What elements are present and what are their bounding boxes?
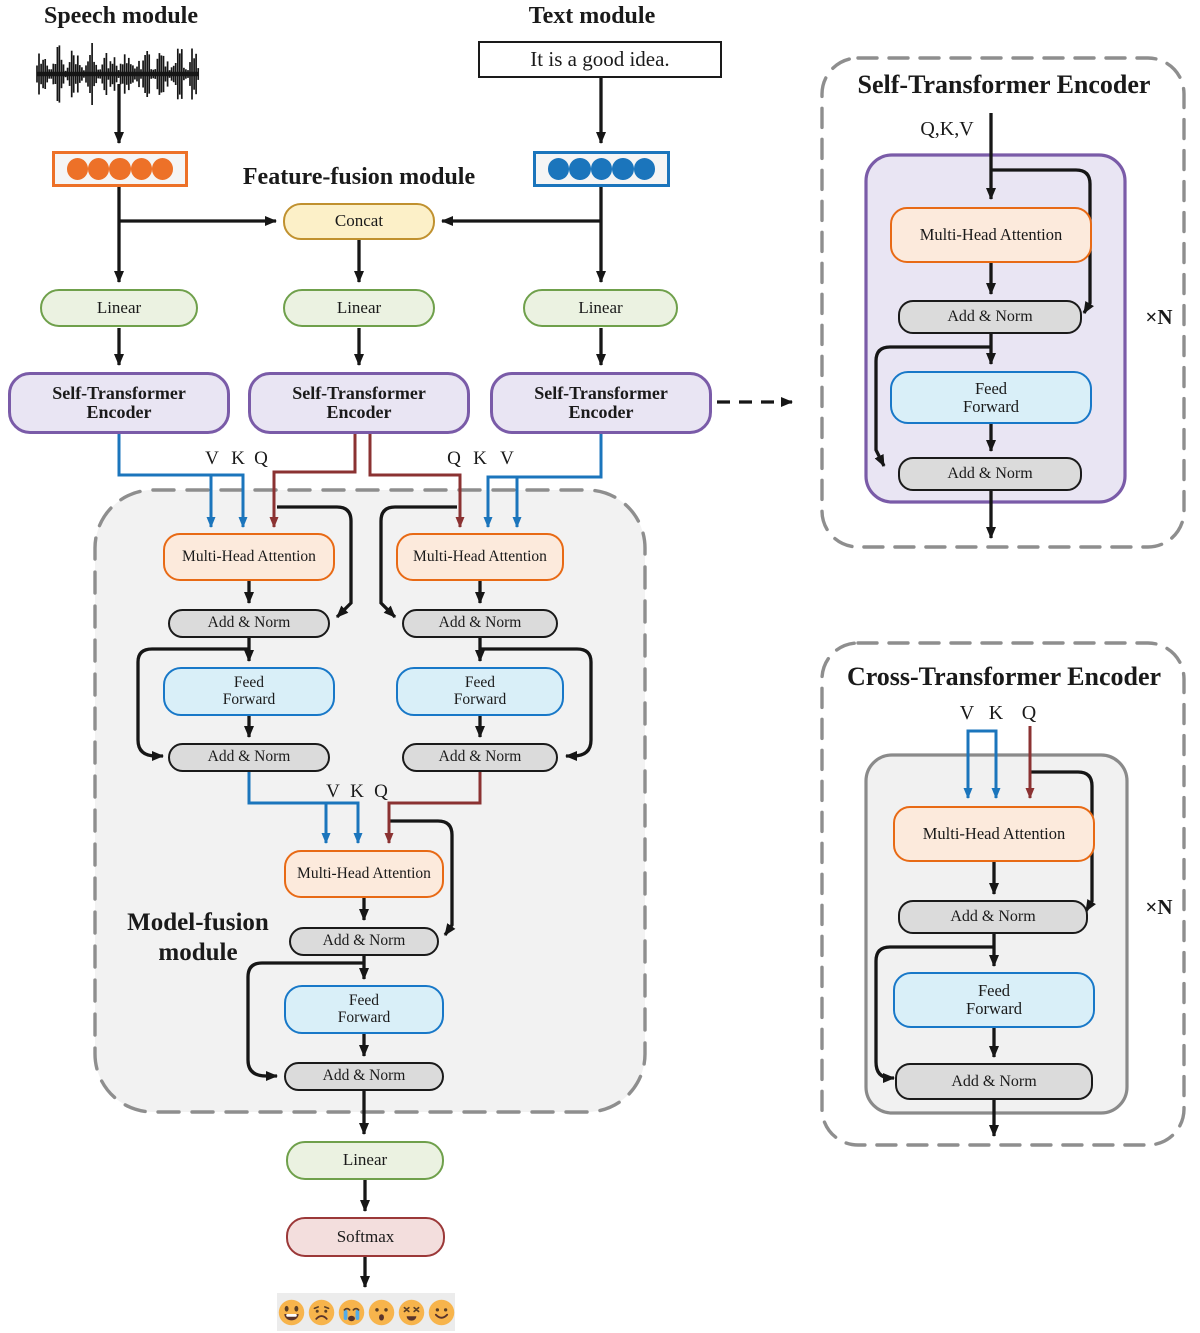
ff-label-line1: Feed xyxy=(348,991,380,1009)
encoder-label-line2: Encoder xyxy=(326,402,392,422)
emoji-surprised-icon xyxy=(368,1299,395,1326)
speech-feature-dot xyxy=(151,158,174,180)
v-label: V xyxy=(959,702,975,724)
black-flow-arrows xyxy=(114,78,1096,1288)
model-fusion-title-line1: Model-fusion xyxy=(127,909,269,936)
mha-final-box: Multi-Head Attention xyxy=(284,850,444,898)
linear-output-box: Linear xyxy=(286,1141,444,1180)
add-norm-box: Add & Norm xyxy=(168,743,330,772)
encoder-label-line1: Self-Transformer xyxy=(52,382,186,403)
speech-feature-dot xyxy=(130,158,152,180)
mha-speech-cross-box: Multi-Head Attention xyxy=(163,533,335,581)
encoder-label-line1: Self-Transformer xyxy=(292,382,426,403)
add-norm-box: Add & Norm xyxy=(895,1063,1093,1100)
ff-label-line2: Forward xyxy=(966,999,1022,1018)
add-norm-box: Add & Norm xyxy=(898,457,1082,491)
add-norm-box: Add & Norm xyxy=(898,900,1088,934)
q-label: Q xyxy=(1021,702,1037,724)
input-sentence-box: It is a good idea. xyxy=(478,41,722,78)
self-encoder-speech-box: Self-Transformer Encoder xyxy=(8,372,230,434)
text-feature-dot xyxy=(590,158,613,180)
concat-box: Concat xyxy=(283,203,435,240)
k-label: K xyxy=(988,702,1004,724)
value-key-arrows xyxy=(117,434,1001,844)
ff-label-line2: Forward xyxy=(337,1008,391,1026)
feature-fusion-title: Feature-fusion module xyxy=(242,164,476,190)
add-norm-box: Add & Norm xyxy=(402,609,558,638)
add-norm-box: Add & Norm xyxy=(402,743,558,772)
ff-label-line1: Feed xyxy=(233,673,265,691)
feed-forward-box: Feed Forward xyxy=(163,667,335,716)
k-label: K xyxy=(350,781,364,802)
emoji-crying-icon xyxy=(338,1299,365,1326)
encoder-label-line1: Self-Transformer xyxy=(534,382,668,403)
speech-feature-dot xyxy=(109,158,131,180)
text-module-title: Text module xyxy=(528,3,656,29)
emoji-angry-icon xyxy=(398,1299,425,1326)
repeat-n-label: ×N xyxy=(1145,895,1173,919)
cross-encoder-panel-border xyxy=(820,641,1186,1147)
model-fusion-title: Model-fusion module xyxy=(98,908,298,967)
k-label: K xyxy=(473,448,487,469)
cross-encoder-panel-title: Cross-Transformer Encoder xyxy=(846,662,1162,691)
text-feature-dot xyxy=(569,158,591,180)
speech-feature-dot xyxy=(67,158,89,180)
softmax-box: Softmax xyxy=(286,1217,445,1257)
ff-label-line1: Feed xyxy=(974,378,1008,398)
speech-feature-vector xyxy=(52,151,188,187)
feed-forward-box: Feed Forward xyxy=(284,985,444,1034)
add-norm-box: Add & Norm xyxy=(168,609,330,638)
ff-label-line2: Forward xyxy=(453,690,507,708)
q-label: Q xyxy=(254,448,268,469)
v-label: V xyxy=(205,448,219,469)
mha-detail-box: Multi-Head Attention xyxy=(893,806,1095,862)
self-encoder-panel-border xyxy=(820,56,1186,549)
mha-detail-box: Multi-Head Attention xyxy=(890,207,1092,263)
model-fusion-title-line2: module xyxy=(158,938,238,966)
ff-label-line2: Forward xyxy=(222,690,276,708)
self-encoder-text-box: Self-Transformer Encoder xyxy=(490,372,712,434)
linear-fusion-box: Linear xyxy=(283,289,435,327)
ff-label-line2: Forward xyxy=(963,396,1019,416)
self-encoder-panel-title: Self-Transformer Encoder xyxy=(857,70,1151,99)
ff-label-line1: Feed xyxy=(464,673,496,691)
q-label: Q xyxy=(447,448,461,469)
query-arrows xyxy=(269,432,1035,844)
linear-text-box: Linear xyxy=(523,289,678,327)
text-feature-dot xyxy=(548,158,570,180)
mha-text-cross-box: Multi-Head Attention xyxy=(396,533,564,581)
add-norm-box: Add & Norm xyxy=(898,300,1082,334)
repeat-n-label: ×N xyxy=(1145,305,1173,329)
add-norm-box: Add & Norm xyxy=(284,1062,444,1091)
qkv-label: Q,K,V xyxy=(920,118,974,140)
speech-module-title: Speech module xyxy=(43,3,198,29)
model-fusion-box xyxy=(93,488,647,1114)
encoder-label-line2: Encoder xyxy=(86,402,152,422)
v-label: V xyxy=(500,448,514,469)
self-encoder-fusion-box: Self-Transformer Encoder xyxy=(248,372,470,434)
linear-speech-box: Linear xyxy=(40,289,198,327)
text-feature-dot xyxy=(612,158,634,180)
audio-waveform-icon xyxy=(35,28,200,116)
v-label: V xyxy=(326,781,340,802)
feed-forward-box: Feed Forward xyxy=(396,667,564,716)
text-feature-vector xyxy=(533,151,670,187)
emotion-output-strip xyxy=(277,1293,455,1331)
speech-feature-dot xyxy=(88,158,110,180)
text-feature-dot xyxy=(633,158,656,180)
add-norm-box: Add & Norm xyxy=(289,927,439,956)
encoder-label-line2: Encoder xyxy=(568,402,634,422)
q-label: Q xyxy=(374,781,388,802)
emoji-sad-icon xyxy=(308,1299,335,1326)
feed-forward-box: Feed Forward xyxy=(893,972,1095,1028)
emoji-laughing-icon xyxy=(278,1299,305,1326)
ff-label-line1: Feed xyxy=(977,981,1011,1001)
emoji-smiling-icon xyxy=(428,1299,455,1326)
k-label: K xyxy=(231,448,245,469)
feed-forward-box: Feed Forward xyxy=(890,371,1092,424)
